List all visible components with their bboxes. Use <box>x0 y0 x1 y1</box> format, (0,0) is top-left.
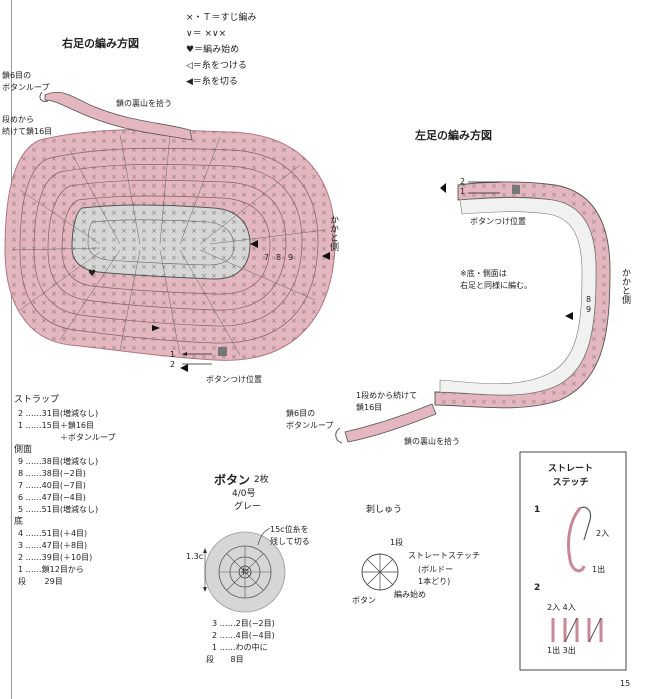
left-foot-diagram <box>335 181 611 444</box>
legend-item: ×・Ｔ＝すじ編み <box>186 13 257 23</box>
button-diagram <box>203 527 286 613</box>
straight-stitch-box <box>519 451 627 671</box>
page-edge-line <box>11 0 12 699</box>
stitch-step-2: 2 <box>534 583 541 593</box>
stitch-lines-icon <box>551 618 603 642</box>
stitch-step-1-in: 2入 <box>596 529 610 538</box>
right-button-pos-label: ボタンつけ位置 <box>206 375 262 384</box>
right-row-label-2: 2 <box>170 360 176 369</box>
legend-item: ◁＝糸をつける <box>186 61 247 71</box>
left-button-pos-label: ボタンつけ位置 <box>470 217 526 226</box>
right-row-label-1: 1 <box>170 350 176 359</box>
heart-start-icon: ♥ <box>88 269 96 279</box>
left-note: ※底・側面は 右足と同様に編む。 <box>460 269 532 290</box>
right-round-9: 9 <box>288 253 294 262</box>
button-count: 2枚 <box>254 475 269 485</box>
button-center-label: わ <box>241 567 249 576</box>
left-foot-button-marker <box>512 185 520 194</box>
left-row-label-1: 1 <box>460 187 466 196</box>
right-loop-label: 鎖6目の ボタンループ <box>2 71 50 92</box>
left-round-9: 9 <box>586 305 592 314</box>
left-back-bump-label: 鎖の裏山を拾う <box>404 437 460 446</box>
button-color: グレー <box>234 502 262 512</box>
left-continue-label: 1段めから続けて 鎖16目 <box>356 391 418 412</box>
legend-item: ♥＝編み始め <box>186 45 240 55</box>
left-foot-title: 左足の編み方図 <box>415 129 492 142</box>
right-foot-diagram: ♥ <box>4 91 336 372</box>
cut-marker-icon <box>322 252 330 260</box>
button-thread-note: 15c位糸を 残して切る <box>270 525 310 546</box>
embroidery-start-label: 編み始め <box>394 590 426 599</box>
section-heading: 側面 <box>14 445 33 455</box>
right-foot-button-marker <box>218 347 227 356</box>
left-heel-label: かかと側 <box>620 268 630 304</box>
stitch-step-1: 1 <box>534 505 541 515</box>
page-number: 15 <box>620 679 631 688</box>
right-round-7: 7 <box>264 253 270 262</box>
embroidery-button-label: ボタン <box>352 596 376 605</box>
section-heading: ストラップ <box>14 395 60 405</box>
legend-item: ◀＝糸を切る <box>186 77 238 87</box>
embroidery-stitch-detail: (ボルドー 1本どり) <box>418 565 454 586</box>
stitch-step-2-out: 1出 3出 <box>547 646 576 655</box>
embroidery-stitch-label: ストレートステッチ <box>408 551 480 560</box>
embroidery-title: 刺しゅう <box>366 505 403 515</box>
embroidery-row-label: 1段 <box>390 538 404 547</box>
right-heel-label: かかと側 <box>328 215 338 251</box>
stitch-step-1-out: 1出 <box>592 565 606 574</box>
right-foot-title: 右足の編み方図 <box>62 37 139 50</box>
right-continue-label: 段めから 続けて鎖16目 <box>2 115 53 136</box>
left-round-8: 8 <box>586 295 592 304</box>
right-round-8: 8 <box>276 253 282 262</box>
button-size: 1.3c <box>186 552 204 561</box>
button-hook: 4/0号 <box>232 489 256 499</box>
right-back-bump-label: 鎖の裏山を拾う <box>116 99 172 108</box>
left-loop-label: 鎖6目の ボタンループ <box>286 409 334 430</box>
right-foot-strap <box>44 91 193 141</box>
stitch-step-2-in: 2入 4入 <box>547 603 576 612</box>
left-foot-strap <box>344 403 437 443</box>
section-heading: 底 <box>14 517 24 527</box>
stitch-box-title: ストレート ステッチ <box>548 464 594 488</box>
legend-item: ∨＝ ×∨× <box>186 29 227 39</box>
button-title: ボタン <box>214 473 251 487</box>
left-row-label-2: 2 <box>460 177 466 186</box>
embroidery-diagram <box>361 553 399 591</box>
